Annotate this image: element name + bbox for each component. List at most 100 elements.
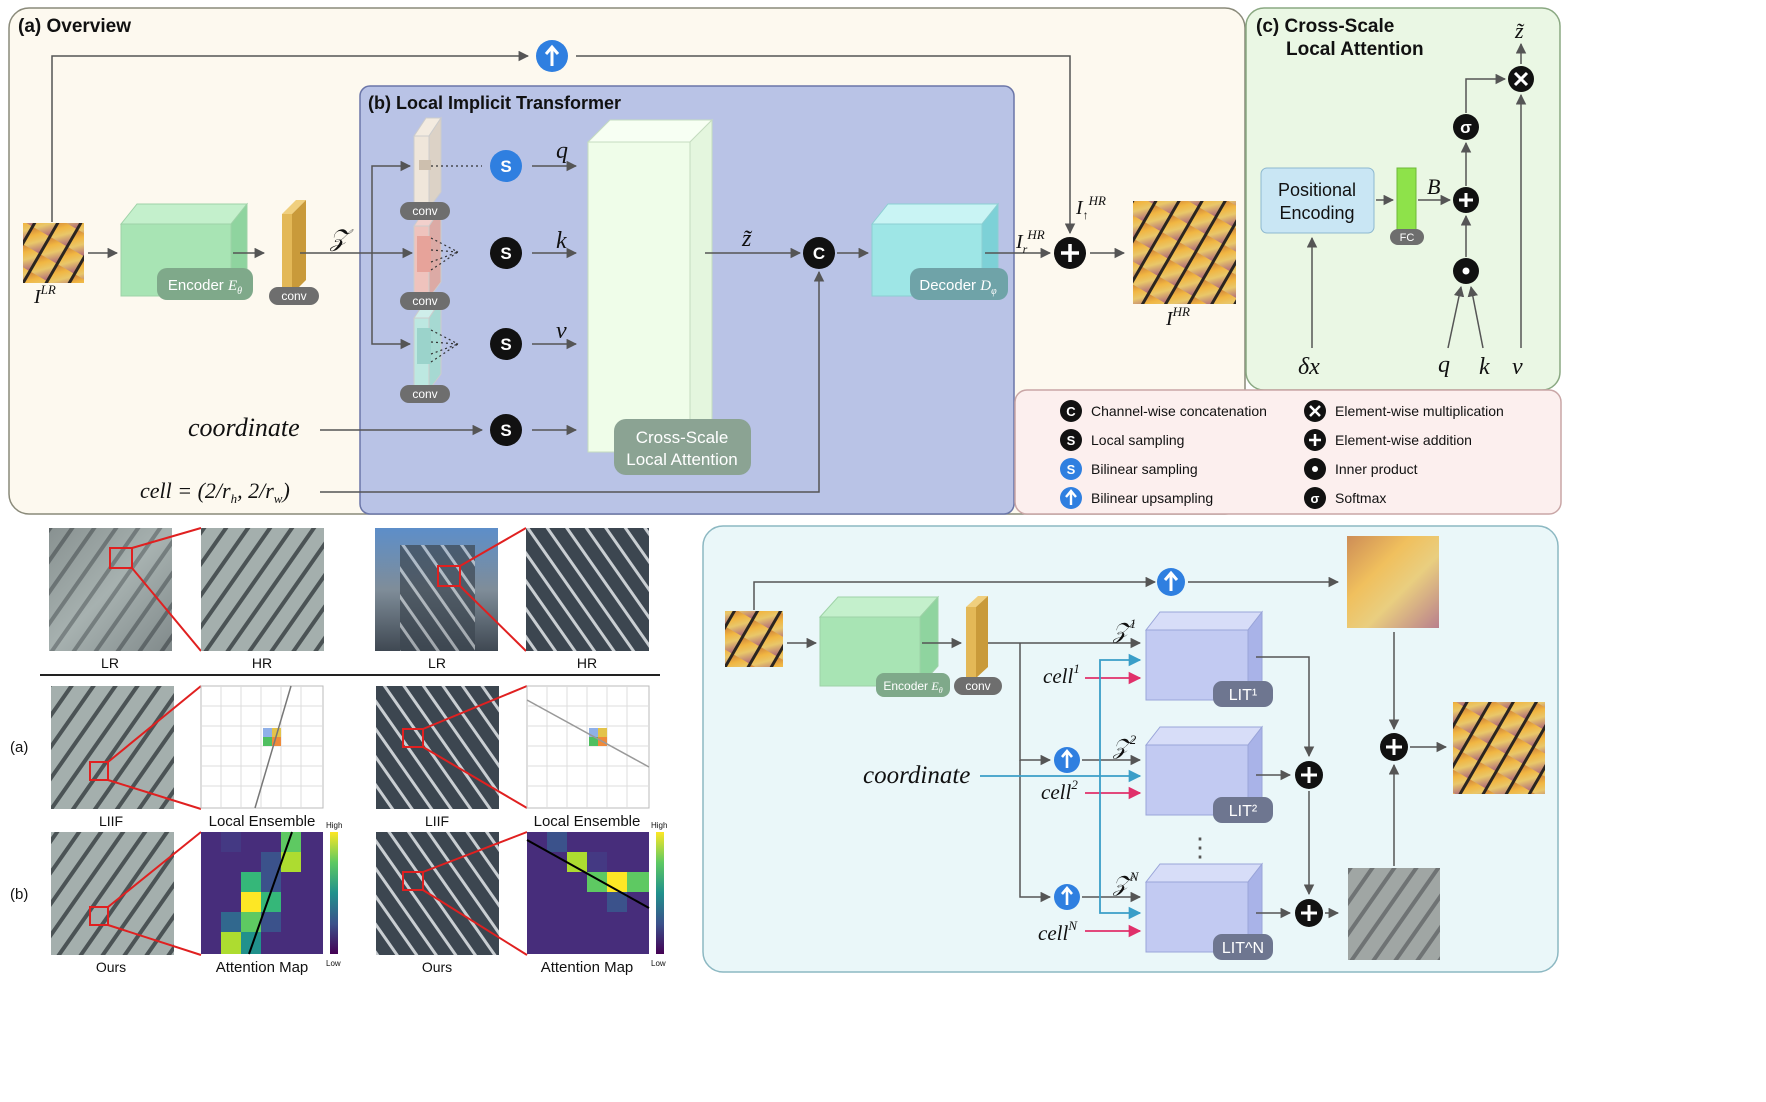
zoom-line [107,685,202,763]
lr-zoom-box-2 [437,565,461,587]
lr-label-2: LR [428,655,446,671]
zoom-line [422,685,528,730]
conv-q-block [413,116,442,210]
lr-image-2-texture [400,545,475,651]
liif-image-1 [51,686,174,809]
hr-label-2: HR [577,655,597,671]
legend-item-inner-product: Inner product [1304,458,1418,480]
svg-text:Element-wise multiplication: Element-wise multiplication [1335,403,1504,419]
pe-line1: Positional [1278,180,1356,200]
lit-block-n [1144,862,1264,954]
conv-chip [269,287,319,305]
cascade-upsampled-image [1347,536,1439,628]
svg-text:Channel-wise concatenation: Channel-wise concatenation [1091,403,1267,419]
fc-chip [1390,229,1424,245]
csla-title-line2: Local Attention [1286,39,1424,60]
local-sampling-v-icon [490,328,522,360]
local-sampling-coord-glyph: S [500,421,511,440]
fc-label: FC [1400,232,1415,244]
encoder-label: Encoder Eθ [168,277,242,297]
cascade-encoder-chip [876,673,950,697]
local-sampling-k-icon [490,237,522,269]
liif-label-2: LIIF [425,813,449,829]
attention-map-label-2: Attention Map [541,959,634,976]
ours-label-2: Ours [422,959,452,975]
cascade-add-glyph-2 [1301,905,1317,921]
colorbar-2 [656,832,664,954]
liif-zoom-box-1 [89,761,109,781]
local-sampling-coord-icon [490,414,522,446]
conv-q-chip [400,202,450,220]
legend-item-softmax: σ Softmax [1304,487,1386,509]
colorbar-low-1: Low [326,959,341,968]
cascade-encoder-label: Encoder Eθ [883,679,942,695]
zoom-line [459,527,527,567]
decoder-block [870,202,1000,298]
cascade-final-add-glyph [1386,739,1402,755]
local-ensemble-label-2: Local Ensemble [534,813,641,830]
cascade-coord-branch-1 [1099,653,1142,776]
cell-to-concat-line [320,270,825,493]
sampling-dotted-lines [430,165,482,363]
cascade-conv-chip [954,677,1002,695]
concat-glyph: C [813,244,825,263]
lit-1-label: LIT¹ [1229,687,1257,704]
csla-add-glyph [1459,193,1473,207]
legend-panel [1014,389,1562,515]
conv-v-label: conv [412,387,437,401]
conv-q-label: conv [412,204,437,218]
upsample-out-line [576,55,1076,235]
attention-map-label-1: Attention Map [216,959,309,976]
lr-zoom-box-1 [109,547,133,569]
conv-k-chip [400,292,450,310]
attention-map-1 [201,831,323,955]
cascade-encoder-block [818,595,940,688]
zoom-line [107,831,202,908]
legend-item-multiplication: Element-wise multiplication [1304,400,1504,422]
bilinear-sampling-icon [490,150,522,182]
conv-v-block [413,298,442,392]
cascade-conv-block [966,596,988,678]
colorbar-high-2: High [651,821,667,830]
q-to-inner-line [1447,285,1465,349]
cascade-input-image [725,611,783,667]
ours-zoom-box-2 [402,871,424,891]
b-label: B [1427,174,1440,199]
attention-label-line2: Local Attention [626,450,738,469]
positional-encoding-block [1260,167,1375,234]
cascade-conv-label: conv [965,679,990,693]
colorbar-high-1: High [326,821,342,830]
zoom-line [131,567,202,652]
colorbar-1 [330,832,338,954]
lit-dots: ⋮ [1187,832,1213,862]
addition-glyph [1061,244,1079,262]
zoom-line [422,889,528,956]
svg-text:S: S [1067,433,1076,448]
attention-label-chip [614,419,751,475]
zoom-line [422,831,528,873]
conv-block [282,200,306,294]
lit-title: (b) Local Implicit Transformer [368,93,621,113]
csla-v-label: v [1512,354,1523,380]
cascade-residual-texture [1348,868,1440,960]
lit-1-chip [1213,681,1273,707]
svg-text:Local sampling: Local sampling [1091,432,1184,448]
local-sampling-v-glyph: S [500,335,511,354]
row-b-label: (b) [10,886,28,903]
decoder-label: Decoder Dφ [919,277,997,297]
pe-line2: Encoding [1279,203,1354,223]
fc-block [1396,167,1417,231]
legend-item-bilinear-upsampling: Bilinear upsampling [1060,487,1213,509]
cell-label: cell = (2/rh, 2/rw) [140,478,290,506]
csla-k-label: k [1479,354,1490,380]
local-sampling-k-glyph: S [500,244,511,263]
zoom-line [107,924,202,956]
encoder-label-chip [157,268,253,300]
ours-image-2 [376,832,499,955]
conv-k-label: conv [412,294,437,308]
svg-text:Bilinear upsampling: Bilinear upsampling [1091,490,1213,506]
decoder-label-chip [910,268,1008,300]
cascade-up-glyph-2 [1061,748,1073,768]
cascade-up-glyph-top [1163,570,1179,591]
zoom-line [131,527,202,549]
